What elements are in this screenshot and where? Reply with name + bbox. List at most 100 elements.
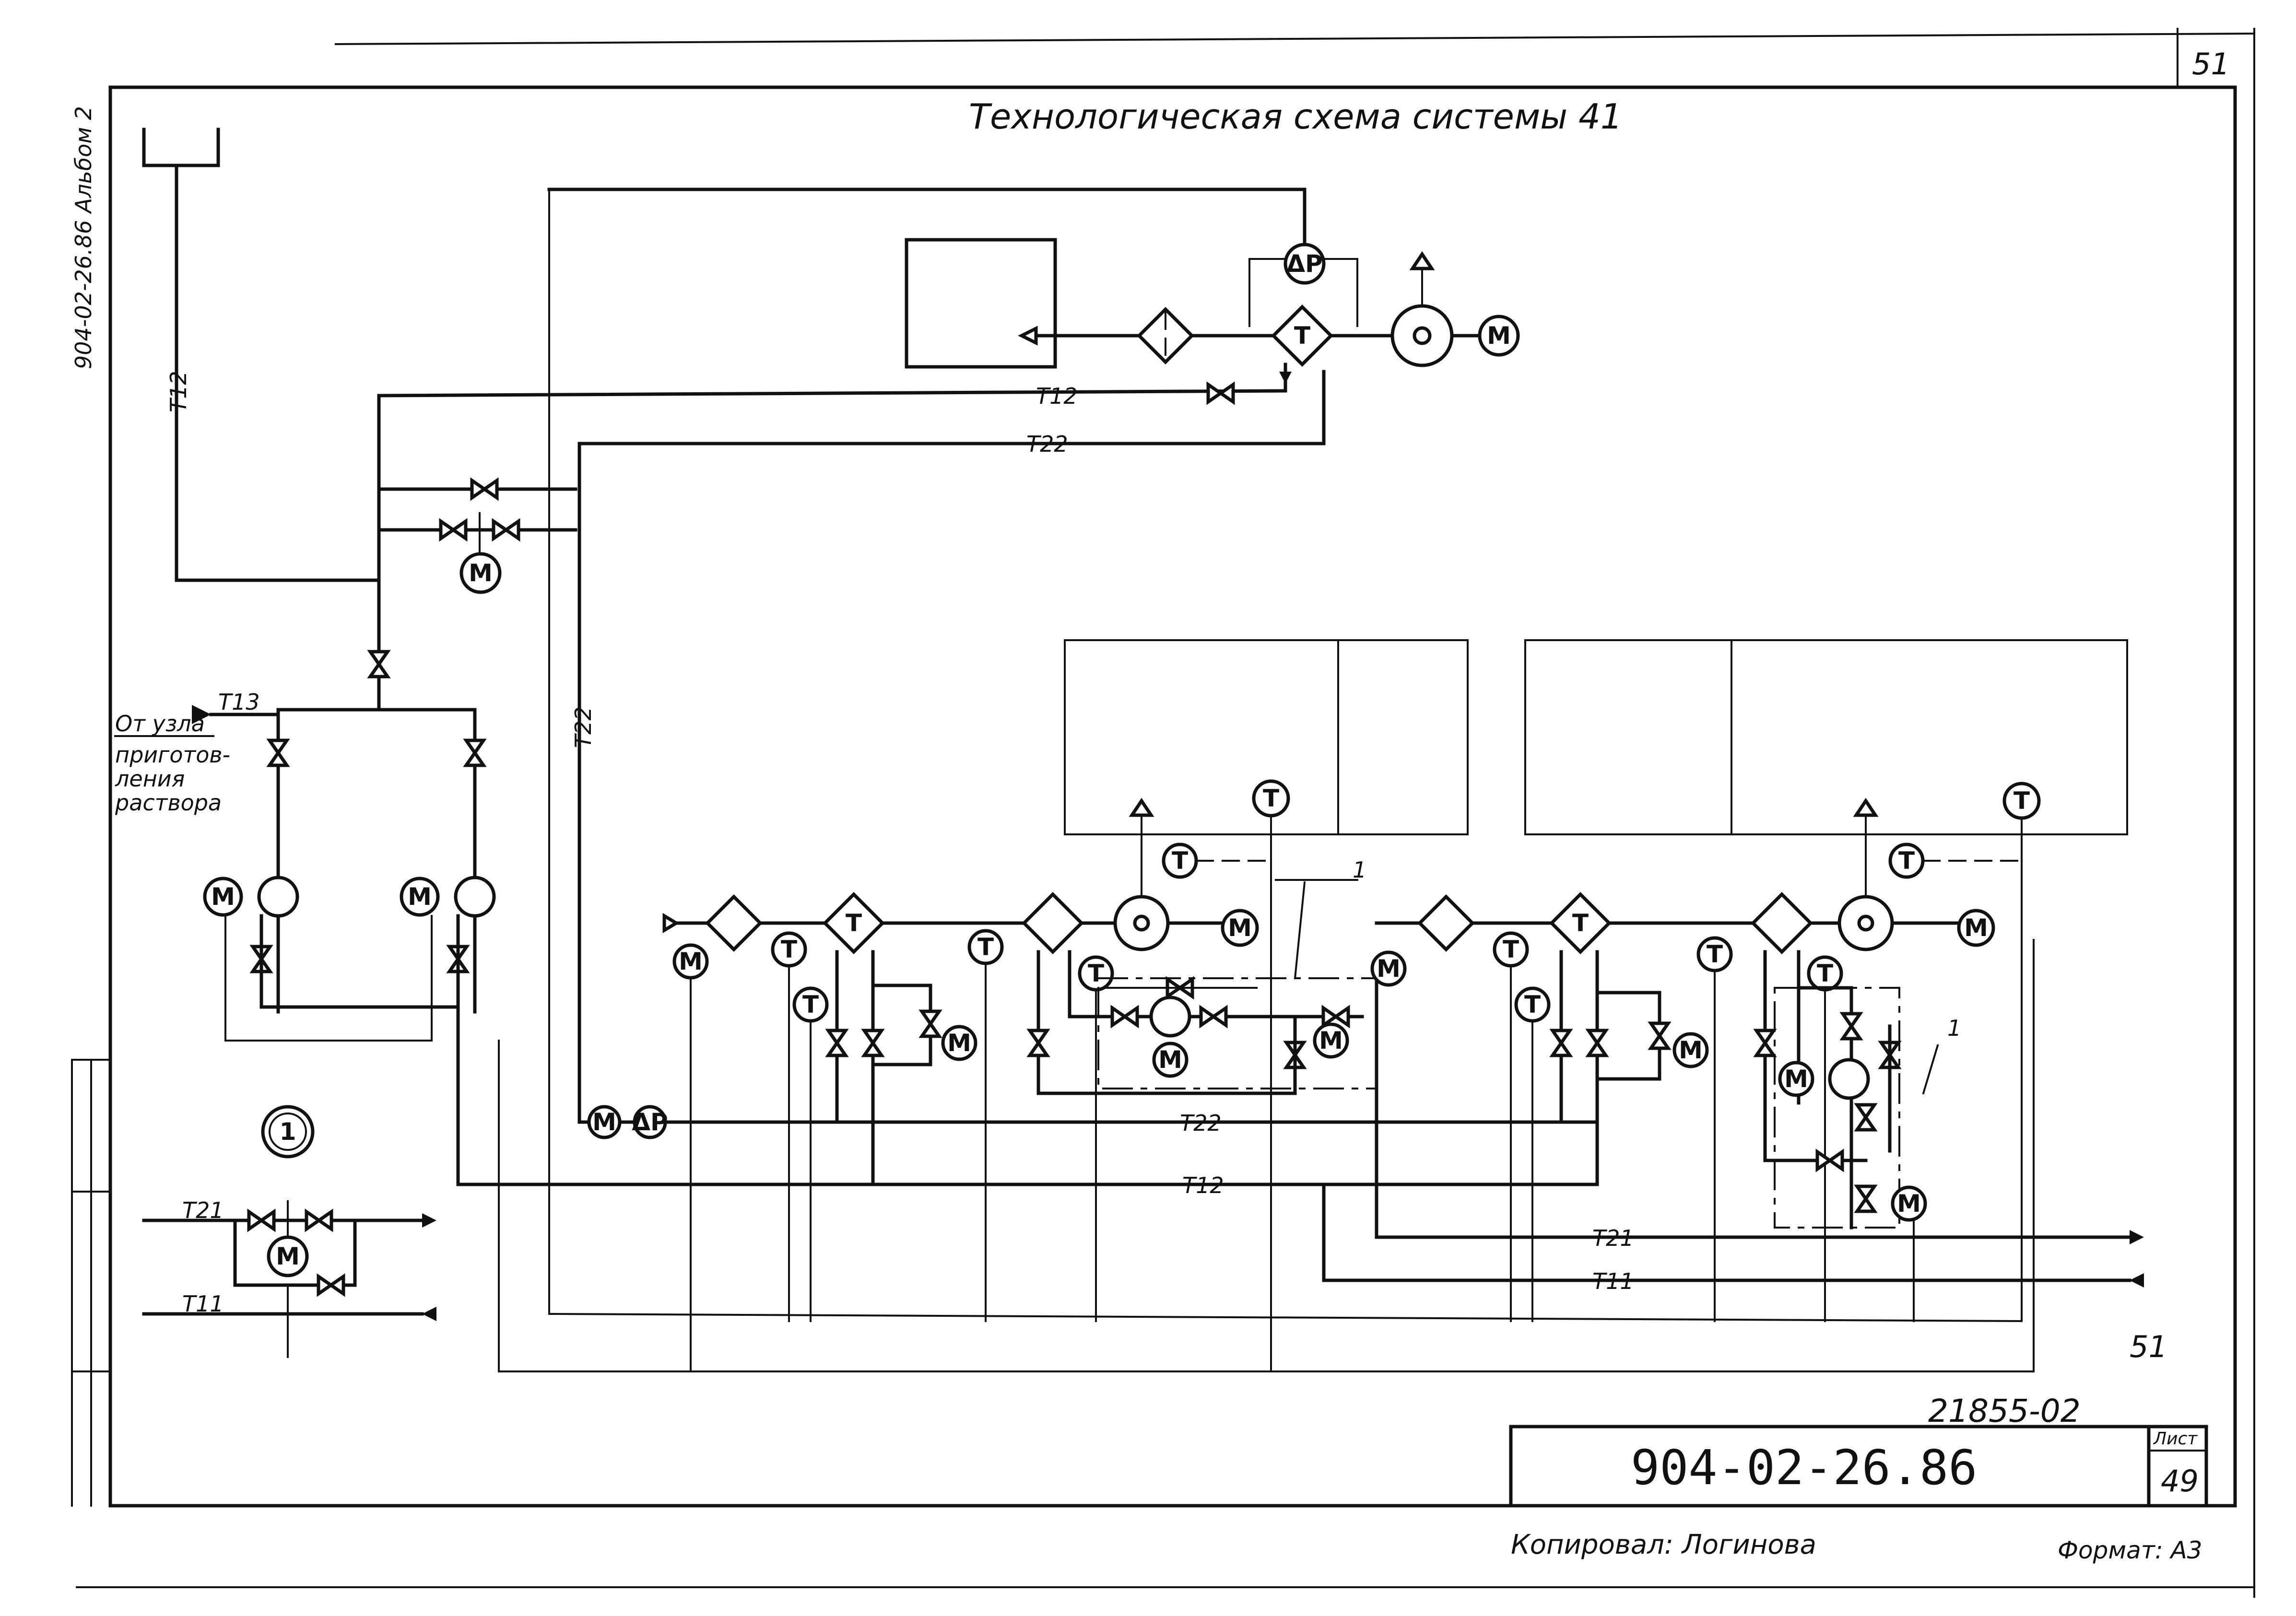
unit2-heater-valve-icon[interactable] <box>1756 1030 1774 1055</box>
unit1-return-valve-icon[interactable] <box>828 1030 846 1055</box>
unit2-heater-icon <box>1751 892 1813 954</box>
unit1-circ-motor-icon <box>1152 1042 1189 1078</box>
source-note-line-4: раствора <box>115 790 222 816</box>
sheet-label: Лист <box>2153 1429 2198 1449</box>
unit2-exchanger-icon <box>1549 892 1612 954</box>
control-valve-b-icon[interactable] <box>494 521 518 539</box>
unit1-supply-valve-icon[interactable] <box>864 1030 882 1055</box>
unit2-t-air-label: Т <box>1707 940 1723 968</box>
control-valve-a-icon[interactable] <box>441 521 466 539</box>
pipe-label-t22-vertical: Т22 <box>570 706 596 748</box>
regulator-motor-icon <box>587 1105 622 1139</box>
unit2-3way-valve-icon[interactable] <box>1651 1023 1668 1048</box>
pump1-icon <box>257 876 299 918</box>
pump2-suction-valve-icon[interactable] <box>466 740 483 765</box>
archive-number: 21855-02 <box>1928 1393 2081 1429</box>
unit1-damper-motor-label: М <box>679 948 703 975</box>
motor-label: М <box>469 559 493 587</box>
pipe-label-t11-outlet: Т11 <box>1592 1268 1634 1294</box>
unit2-reg-motor-icon <box>1891 1185 1927 1222</box>
unit2-circ-motor-icon <box>1778 1061 1814 1097</box>
unit2-pump-valve-a-icon[interactable] <box>1843 1014 1860 1039</box>
unit1-heater-valve-icon[interactable] <box>1030 1030 1047 1055</box>
unit1-temp-sensor-label: Т <box>1172 847 1188 875</box>
unit1-valve-motor-icon <box>941 1025 977 1061</box>
unit2-filter-icon <box>1417 894 1475 952</box>
detail-valve-a-icon[interactable] <box>249 1212 274 1229</box>
ahu-box <box>905 238 1057 369</box>
unit2-check-valve-icon[interactable] <box>1817 1152 1842 1169</box>
drawing-frame <box>71 28 2256 1598</box>
detail-valve-b-icon[interactable] <box>306 1212 331 1229</box>
supply-valve-icon[interactable] <box>1208 385 1233 402</box>
page-title: Технологическая схема системы 41 <box>969 96 1623 137</box>
unit2-t-water-label: Т <box>1817 960 1833 987</box>
unit2-temp-sensor-label: Т <box>1898 847 1915 875</box>
pipe-label-t12-upper: Т12 <box>1036 383 1078 409</box>
detail-bypass-valve-icon[interactable] <box>318 1276 343 1294</box>
unit1-exchanger-label: Т <box>846 909 862 937</box>
unit2-return-valve-icon[interactable] <box>1553 1030 1570 1055</box>
source-note-line-1: От узла <box>115 711 205 737</box>
source-note-line-3: ления <box>115 766 185 792</box>
unit-2-housing <box>1524 639 2128 835</box>
unit2-reg-motor-label: М <box>1897 1190 1921 1218</box>
pipe-label-t12-lower: Т12 <box>1182 1172 1224 1198</box>
document-code: 904-02-26.86 <box>1631 1440 1977 1496</box>
unit1-detail-boundary <box>1097 977 1378 1089</box>
unit2-valve-motor-label: М <box>1679 1036 1703 1064</box>
unit2-pump-valve-c-icon[interactable] <box>1857 1105 1874 1130</box>
unit1-room-temp-label: Т <box>1263 785 1279 812</box>
pipe-label-t22-upper: Т22 <box>1026 431 1068 457</box>
pump1-motor-icon <box>203 877 243 917</box>
unit1-circ-motor-label: М <box>1158 1046 1182 1074</box>
detail-pipe-label-t11: Т11 <box>182 1291 224 1317</box>
unit1-fan-motor-label: М <box>1228 914 1252 942</box>
detail-marker-inner <box>269 1112 307 1151</box>
heat-exchanger-label: Т <box>1294 322 1310 350</box>
unit1-t-air-label: Т <box>977 933 994 961</box>
unit1-3way-valve-icon[interactable] <box>922 1011 939 1036</box>
detail-motor-label: М <box>276 1242 300 1270</box>
unit2-fan-motor-icon <box>1957 909 1995 947</box>
inlet-icon <box>1018 326 1038 346</box>
source-note-line-2: приготов- <box>115 742 230 768</box>
pump2-motor-label: М <box>408 883 432 911</box>
unit2-t-supply-label: Т <box>1503 936 1519 963</box>
unit2-regulating-valve-icon[interactable] <box>1857 1186 1874 1211</box>
unit1-fan-motor-icon <box>1221 909 1259 947</box>
regulator-dp-label: ΔР <box>632 1108 668 1136</box>
paper-format: Формат: А3 <box>2058 1536 2202 1564</box>
side-label: 904-02-26.86 Альбом 2 <box>71 106 96 369</box>
pipe-label-t12-riser: Т12 <box>165 371 191 412</box>
riser-valve-icon[interactable] <box>370 652 388 677</box>
heat-exchanger-icon <box>1271 304 1333 367</box>
unit2-damper-motor-label: М <box>1377 955 1401 983</box>
fan-motor-icon <box>1478 315 1520 357</box>
unit1-circ-pump-icon <box>1149 995 1191 1038</box>
unit1-regulating-valve-icon[interactable] <box>1323 1008 1348 1025</box>
pipe-label-t13: Т13 <box>218 689 260 715</box>
unit2-damper-motor-icon <box>1370 950 1407 987</box>
unit1-t-supply-label: Т <box>781 936 797 963</box>
pump1-motor-label: М <box>211 883 235 911</box>
unit1-pump-valve-b-icon[interactable] <box>1201 1008 1226 1025</box>
regulator-motor-label: М <box>592 1108 616 1136</box>
unit1-valve-motor-label: М <box>947 1029 971 1057</box>
unit1-reg-motor-icon <box>1313 1022 1349 1059</box>
pump1-suction-valve-icon[interactable] <box>270 740 287 765</box>
unit1-filter-icon <box>705 894 763 952</box>
pump2-icon <box>454 876 496 918</box>
detail-marker-label: 1 <box>280 1118 296 1146</box>
unit-1-housing <box>1064 639 1469 835</box>
unit1-pump-valve-a-icon[interactable] <box>1112 1008 1137 1025</box>
unit1-callout: 1 <box>1353 857 1366 883</box>
unit2-callout: 1 <box>1947 1015 1961 1041</box>
unit2-detail-boundary <box>1774 987 1900 1229</box>
unit2-supply-valve-icon[interactable] <box>1589 1030 1606 1055</box>
detail-marker-outer <box>261 1105 315 1159</box>
detail-pipe-label-t21: Т21 <box>182 1197 224 1223</box>
bypass-valve-icon[interactable] <box>472 480 497 498</box>
unit1-heater-icon <box>1022 892 1084 954</box>
